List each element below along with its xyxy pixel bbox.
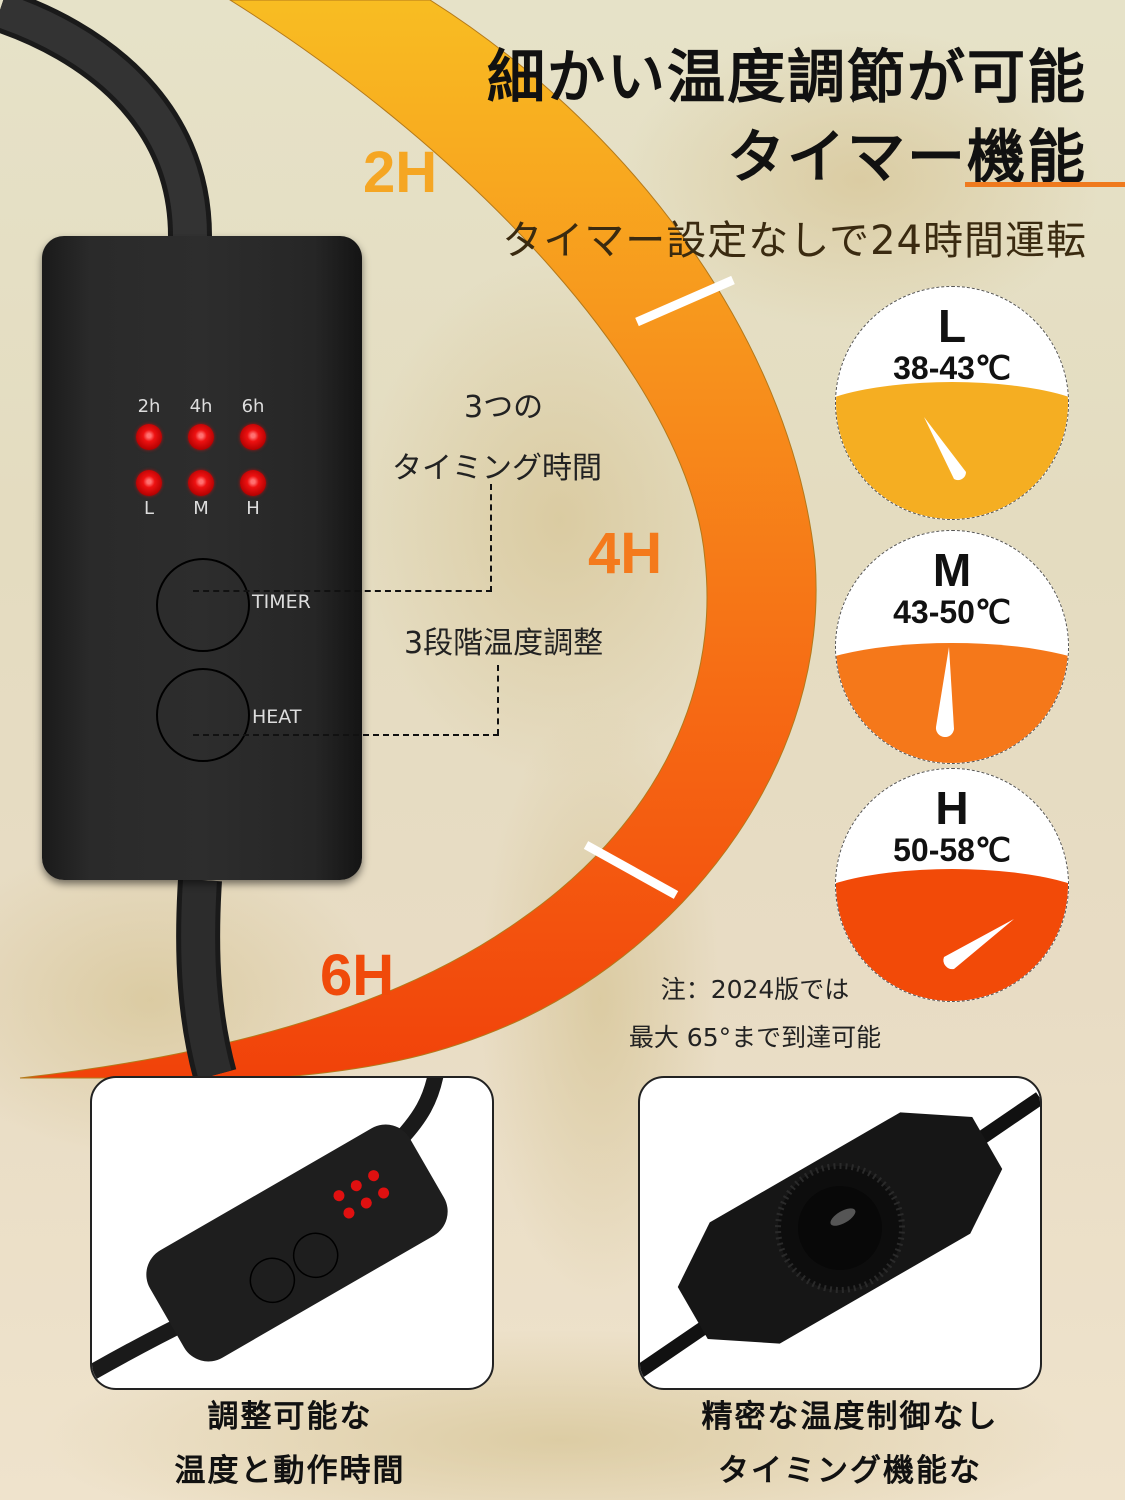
dial-level-label: M [932,544,972,596]
callout-timing-line1: 3つの [464,390,544,425]
version-note: 注：2024版では 最大 65°まで到達可能 [595,966,915,1062]
callout-temperature: 3段階温度調整 [404,626,604,661]
led-label-h: H [246,498,260,519]
product-card-timer-remote [90,1076,494,1390]
version-note-line1: 注：2024版では [660,975,850,1004]
caption-no-control-line1: 精密な温度制御なし [701,1399,999,1435]
led-6h-icon [240,424,266,450]
headline-underline [965,182,1125,187]
led-4h-icon [188,424,214,450]
caption-adjustable-line1: 調整可能な [207,1399,373,1435]
led-2h-icon [136,424,162,450]
remote-controller: 2h 4h 6h L M H TIMER HEAT [42,236,362,880]
caption-adjustable: 調整可能な 温度と動作時間 [160,1390,420,1498]
led-label-m: M [193,498,209,519]
heat-dial-high: H 50-58℃ [835,768,1069,1002]
arc-divider [635,275,735,327]
dial-level-label: H [935,782,969,834]
led-label-6h: 6h [241,396,265,417]
gauge-needle-icon [924,417,967,481]
label-4h: 4H [588,521,662,586]
headline-title: 細かい温度調節が可能 [486,43,1087,111]
product-card-dial-switch [638,1076,1042,1390]
label-6h: 6H [320,943,394,1008]
headline-timer: タイマー機能 [726,123,1087,191]
led-label-l: L [143,498,155,519]
dial-fill [836,382,1068,519]
gauge-needle-icon [943,919,1014,970]
version-note-line2: 最大 65°まで到達可能 [628,1023,882,1052]
dial-switch-image [640,1092,1040,1380]
led-label-2h: 2h [137,396,161,417]
callout-leader-line [497,665,499,735]
callout-timing-line2: タイミング時間 [392,451,602,486]
led-medium-icon [188,470,214,496]
heat-dial-low: L 38-43℃ [835,286,1069,520]
heat-dial-medium: M 43-50℃ [835,530,1069,764]
headline-subtitle: タイマー設定なしで24時間運転 [502,218,1087,264]
dial-range-label: 38-43℃ [893,350,1011,386]
led-low-icon [136,470,162,496]
timer-button[interactable] [156,558,250,652]
caption-no-control: 精密な温度制御なし タイミング機能な [680,1390,1020,1498]
callout-leader-line [193,734,499,736]
caption-no-control-line2: タイミング機能な [718,1453,982,1489]
led-label-4h: 4h [189,396,213,417]
heat-button-label: HEAT [252,706,302,728]
caption-adjustable-line2: 温度と動作時間 [174,1453,406,1489]
heat-button[interactable] [156,668,250,762]
arc-divider [583,841,679,899]
callout-leader-line [490,484,492,592]
timer-remote-image [92,1078,448,1382]
gauge-needle-icon [935,647,954,738]
dial-range-label: 43-50℃ [893,594,1011,630]
dial-level-label: L [937,300,967,352]
timer-button-label: TIMER [252,591,311,613]
dial-range-label: 50-58℃ [893,832,1011,868]
label-2h: 2H [363,140,437,205]
dial-fill [836,869,1068,1001]
callout-leader-line [193,590,492,592]
led-high-icon [240,470,266,496]
